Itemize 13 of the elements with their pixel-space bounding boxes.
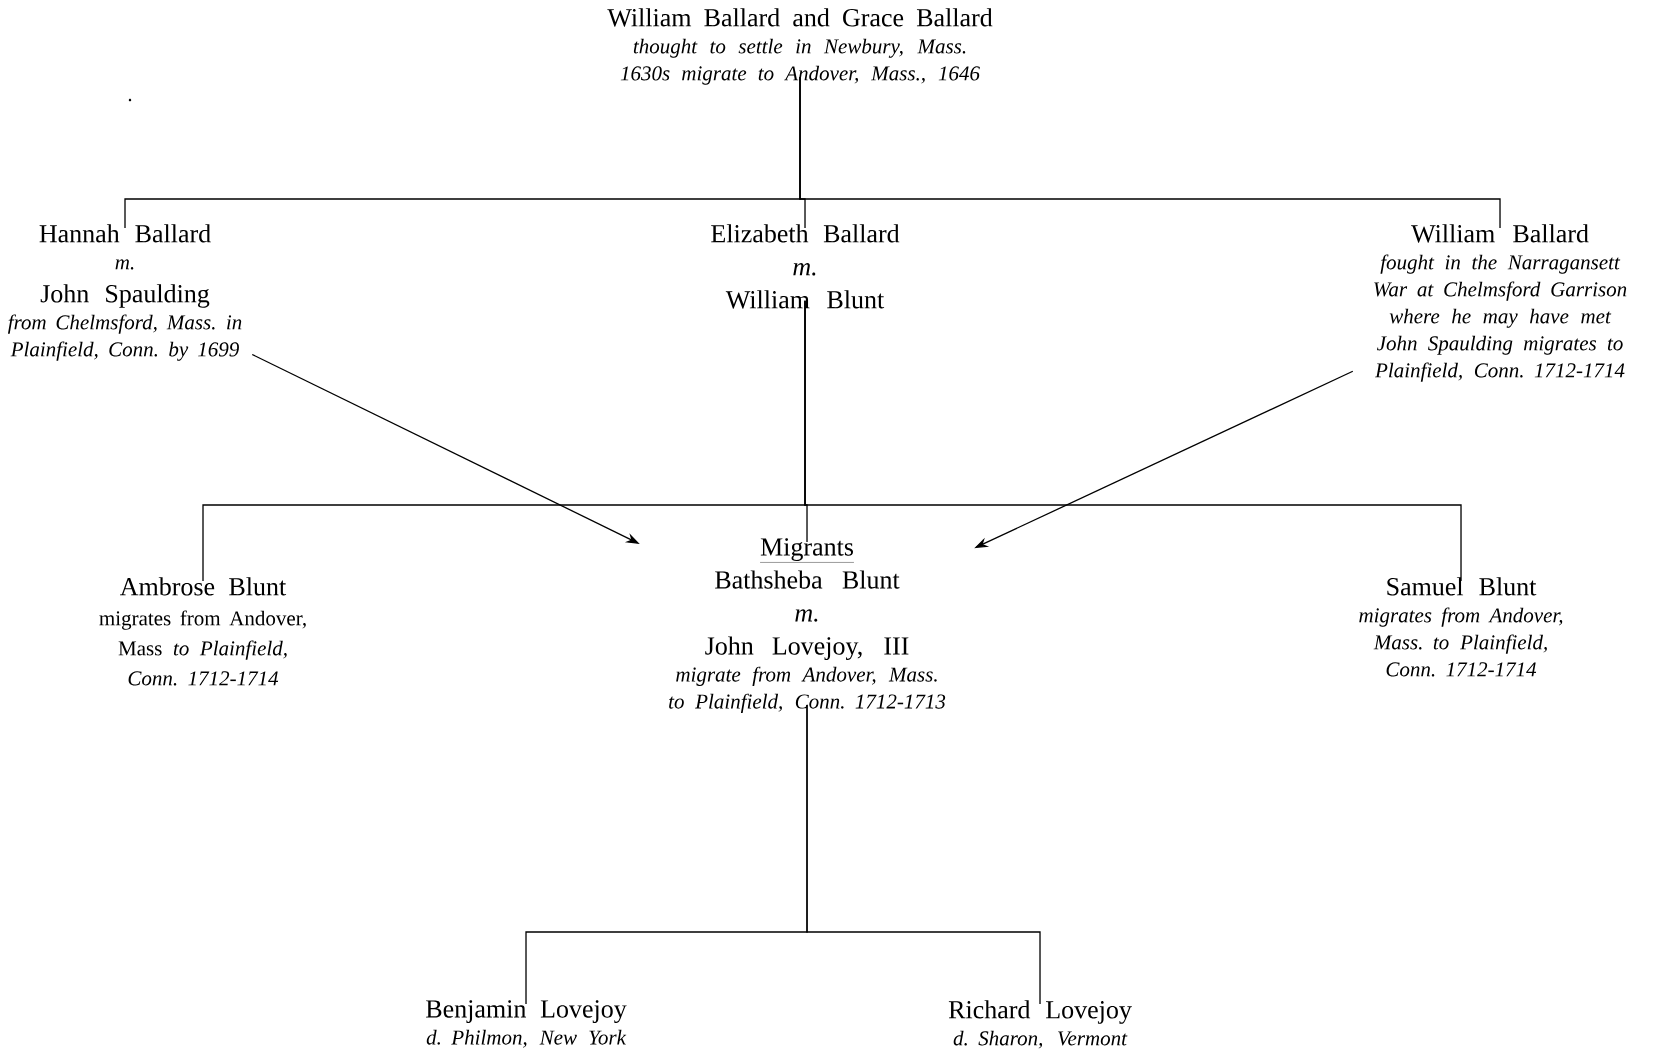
dot-mark: .	[128, 98, 132, 102]
person-entry: Elizabeth Ballard m. William Blunt	[711, 224, 900, 309]
tree-connector	[806, 704, 1041, 1005]
person-entry: Benjamin Lovejoy d. Philmon, New York	[426, 1000, 627, 1048]
person-entry: William Ballard fought in the Narragansett War at Chelmsford Garrison where he may have met John Spaulding migrates to Plainfield, Conn. 1712-1714	[1374, 224, 1627, 382]
person-entry: Migrants Bathsheba Blunt m. John Lovejoy, III migrate from Andover, Mass. to Plainfield, Conn. 1712-1713	[669, 538, 946, 713]
person-entry: William Ballard and Grace Ballard thought to settle in Newbury, Mass. 1630s migrate to Andover, Mass., 1646	[607, 8, 993, 85]
person-entry: Samuel Blunt migrates from Andover, Mass. to Plainfield, Conn. 1712-1714	[1359, 577, 1563, 677]
person-entry: Richard Lovejoy d. Sharon, Vermont	[948, 1000, 1132, 1049]
tree-connector	[804, 300, 1462, 582]
person-entry: Ambrose Blunt migrates from Andover, Mass to Plainfield, Conn. 1712-1714	[99, 577, 306, 686]
person-entry: Hannah Ballard m. John Spaulding from Chelmsford, Mass. in Plainfield, Conn. by 1699	[7, 224, 242, 361]
tree-connector	[799, 76, 1501, 229]
